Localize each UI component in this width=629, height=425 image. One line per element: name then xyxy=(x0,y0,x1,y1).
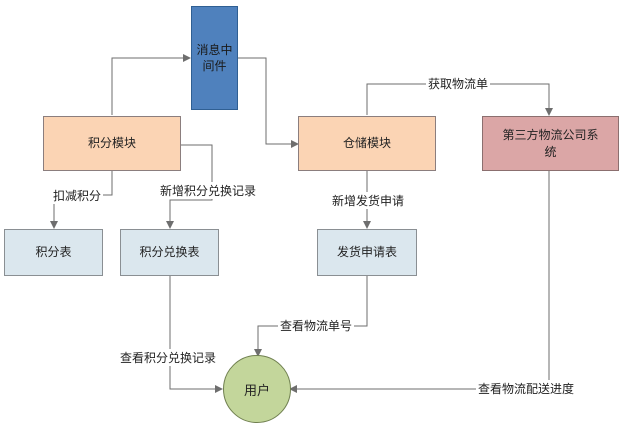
edge-label-view-delivery-progress: 查看物流配送进度 xyxy=(476,380,577,397)
edge-label-view-exchange-record: 查看积分兑换记录 xyxy=(118,349,219,366)
user-node: 用户 xyxy=(223,355,291,423)
points-module-label: 积分模块 xyxy=(87,136,136,151)
edge-label-add-exchange-record: 新增积分兑换记录 xyxy=(158,182,259,199)
points-module-node: 积分模块 xyxy=(43,116,181,171)
exchange-table-label: 积分兑换表 xyxy=(139,245,200,260)
edge-logistics-to-user xyxy=(289,171,550,393)
logistics-company-label: 第三方物流公司系统 xyxy=(502,128,599,159)
shipment-table-node: 发货申请表 xyxy=(317,229,417,276)
edge-label-deduct-points: 扣减积分 xyxy=(51,187,104,204)
edge-points-to-exchange-table xyxy=(166,144,213,229)
logistics-company-node: 第三方物流公司系统 xyxy=(482,116,619,171)
warehouse-module-label: 仓储模块 xyxy=(342,136,391,151)
edge-points-to-middleware xyxy=(111,54,191,115)
edge-exchange-to-user xyxy=(169,276,223,393)
user-label: 用户 xyxy=(243,383,270,399)
warehouse-module-node: 仓储模块 xyxy=(298,116,436,171)
edge-label-get-tracking: 获取物流单 xyxy=(426,75,491,92)
middleware-node: 消息中间件 xyxy=(191,6,238,110)
edge-label-add-shipment-request: 新增发货申请 xyxy=(330,192,407,209)
points-table-node: 积分表 xyxy=(4,229,103,276)
edge-shipment-to-user xyxy=(254,276,368,357)
middleware-label: 消息中间件 xyxy=(196,42,233,73)
exchange-table-node: 积分兑换表 xyxy=(120,229,219,276)
points-table-label: 积分表 xyxy=(35,245,72,260)
edge-middleware-to-warehouse xyxy=(238,57,299,148)
edge-label-view-tracking-number: 查看物流单号 xyxy=(278,317,355,334)
shipment-table-label: 发货申请表 xyxy=(336,245,397,260)
